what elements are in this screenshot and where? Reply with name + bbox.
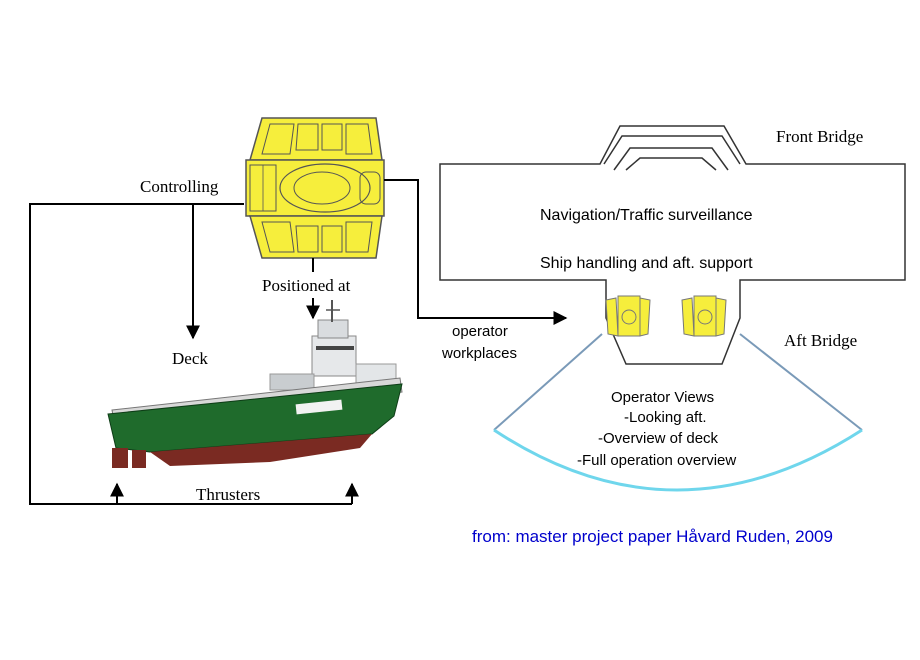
operator-view-sector — [493, 333, 863, 492]
operator-view-2: -Overview of deck — [598, 430, 719, 447]
ship-image — [107, 300, 403, 468]
deck-label: Deck — [172, 349, 208, 368]
operator-label: operator — [452, 323, 508, 340]
console-layout-image — [245, 117, 385, 259]
operator-console-right — [681, 295, 727, 337]
source-credit: from: master project paper Håvard Ruden,… — [472, 527, 833, 546]
aft-bridge-label: Aft Bridge — [784, 331, 857, 350]
workplaces-label: workplaces — [441, 345, 517, 362]
navigation-label: Navigation/Traffic surveillance — [540, 207, 753, 224]
positioned-at-label: Positioned at — [262, 276, 351, 295]
thrusters-label: Thrusters — [196, 485, 260, 504]
ship-handling-label: Ship handling and aft. support — [540, 255, 753, 272]
controlling-label: Controlling — [140, 177, 219, 196]
operator-view-3: -Full operation overview — [577, 452, 736, 469]
operator-views-title: Operator Views — [611, 389, 714, 406]
workplaces-arrow — [384, 179, 568, 325]
loop-line — [29, 203, 352, 505]
operator-view-1: -Looking aft. — [624, 409, 707, 426]
bridge-outline — [439, 125, 906, 365]
front-bridge-label: Front Bridge — [776, 127, 863, 146]
operator-console-left — [605, 295, 651, 337]
